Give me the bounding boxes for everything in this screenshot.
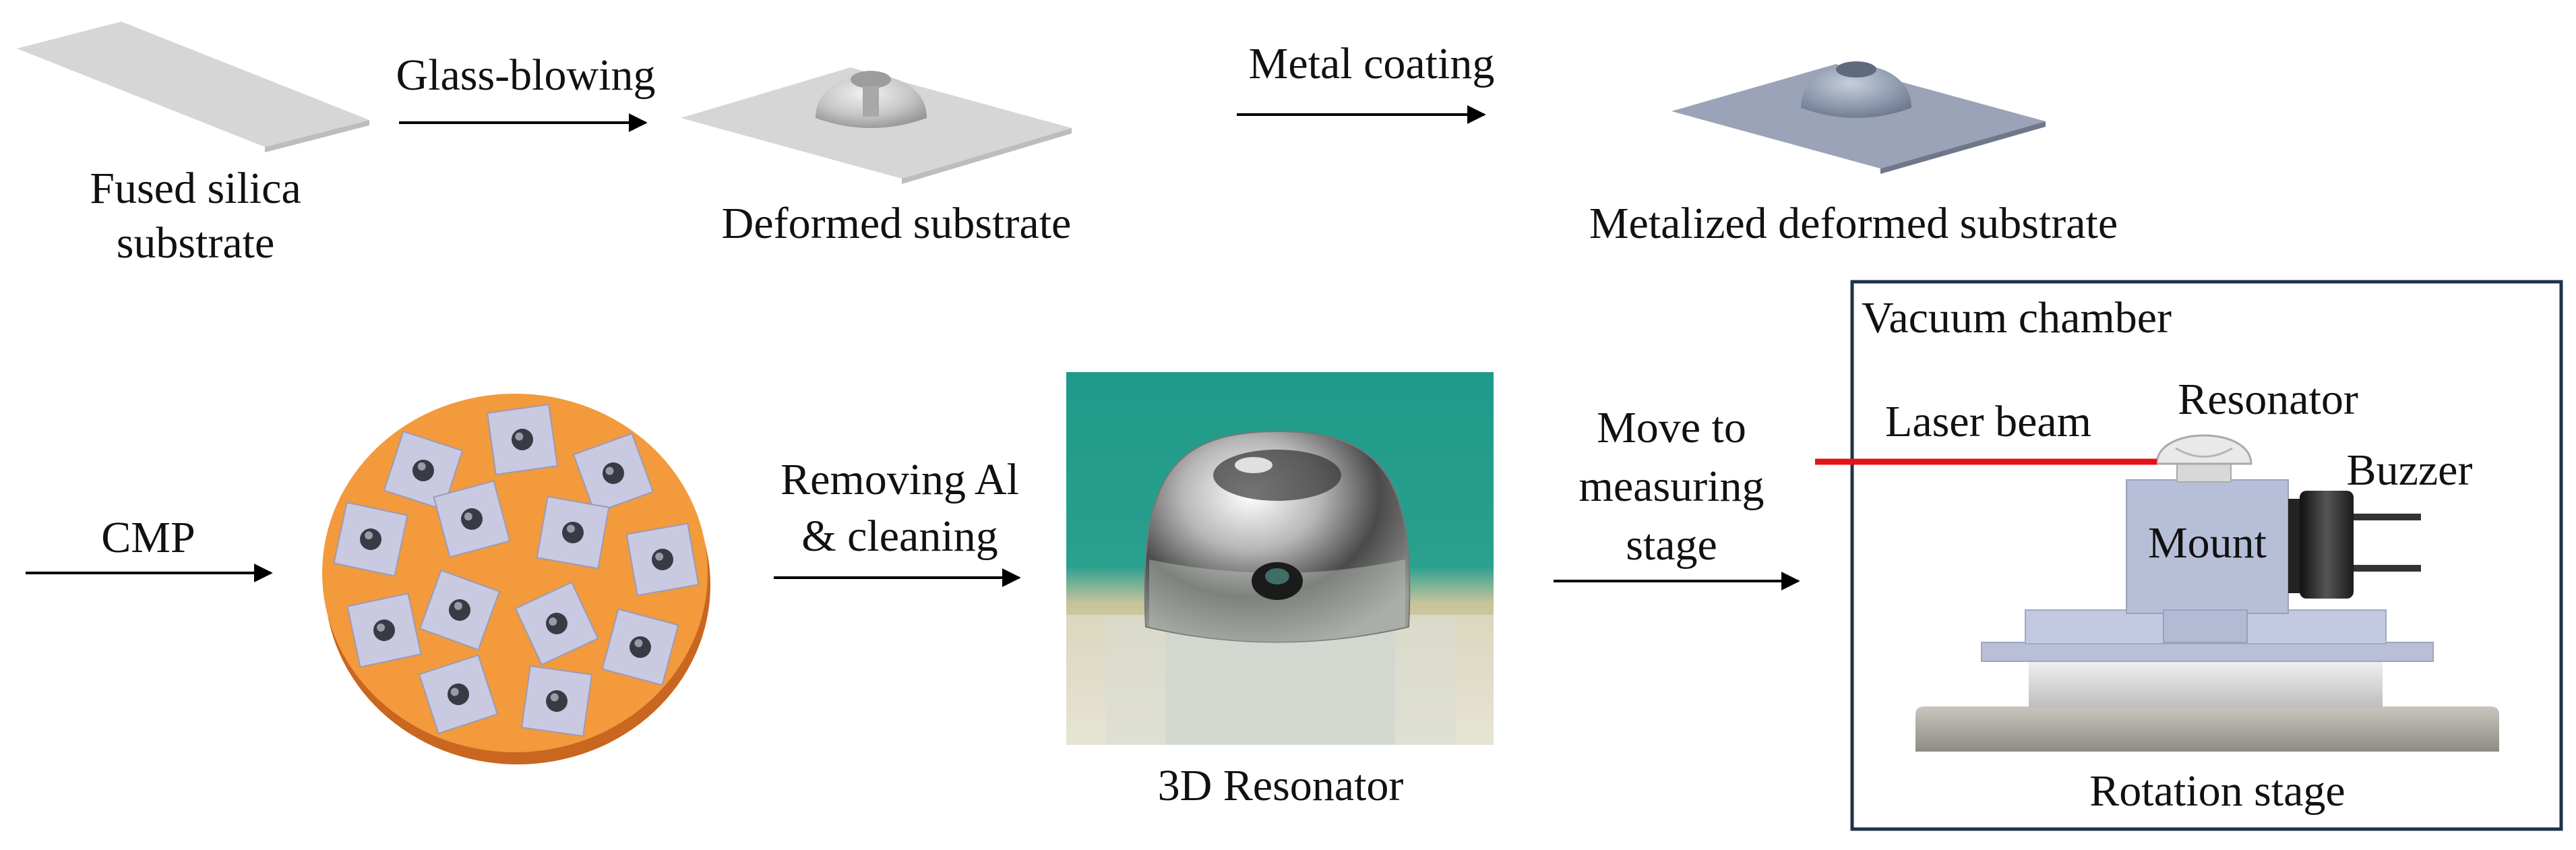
label-removing-al: Removing Al: [780, 455, 1019, 504]
label-move-to: Move to: [1597, 403, 1746, 452]
label-deformed-substrate: Deformed substrate: [721, 199, 1072, 248]
label-buzzer: Buzzer: [2346, 446, 2473, 495]
fused-silica-substrate-illustration: [17, 22, 369, 152]
label-fused-silica-substrate: Fused silica substrate: [90, 164, 301, 268]
label-glass-blowing: Glass-blowing: [396, 51, 656, 100]
label-cmp: CMP: [101, 513, 195, 562]
label-and-cleaning: & cleaning: [801, 512, 998, 561]
resonator-illustration: [2155, 434, 2252, 483]
label-resonator: Resonator: [2178, 375, 2358, 424]
wafer-with-dies-illustration: [322, 394, 710, 764]
label-measuring: measuring: [1578, 462, 1765, 511]
label-rotation-stage: Rotation stage: [2089, 766, 2345, 816]
label-vacuum-chamber: Vacuum chamber: [1862, 293, 2172, 342]
label-laser-beam: Laser beam: [1885, 397, 2091, 446]
metalized-substrate-illustration: [1672, 61, 2046, 174]
resonator-photo: [1066, 372, 1494, 745]
label-metalized-deformed-substrate: Metalized deformed substrate: [1589, 199, 2118, 248]
label-3d-resonator: 3D Resonator: [1157, 761, 1404, 810]
mount-illustration: [2126, 479, 2289, 643]
label-metal-coating: Metal coating: [1248, 39, 1495, 88]
deformed-substrate-illustration: [681, 67, 1072, 184]
vacuum-chamber-frame: [1850, 280, 2563, 831]
label-mount: Mount: [2147, 518, 2267, 568]
label-stage: stage: [1626, 520, 1717, 570]
buzzer-illustration: [2288, 491, 2421, 599]
